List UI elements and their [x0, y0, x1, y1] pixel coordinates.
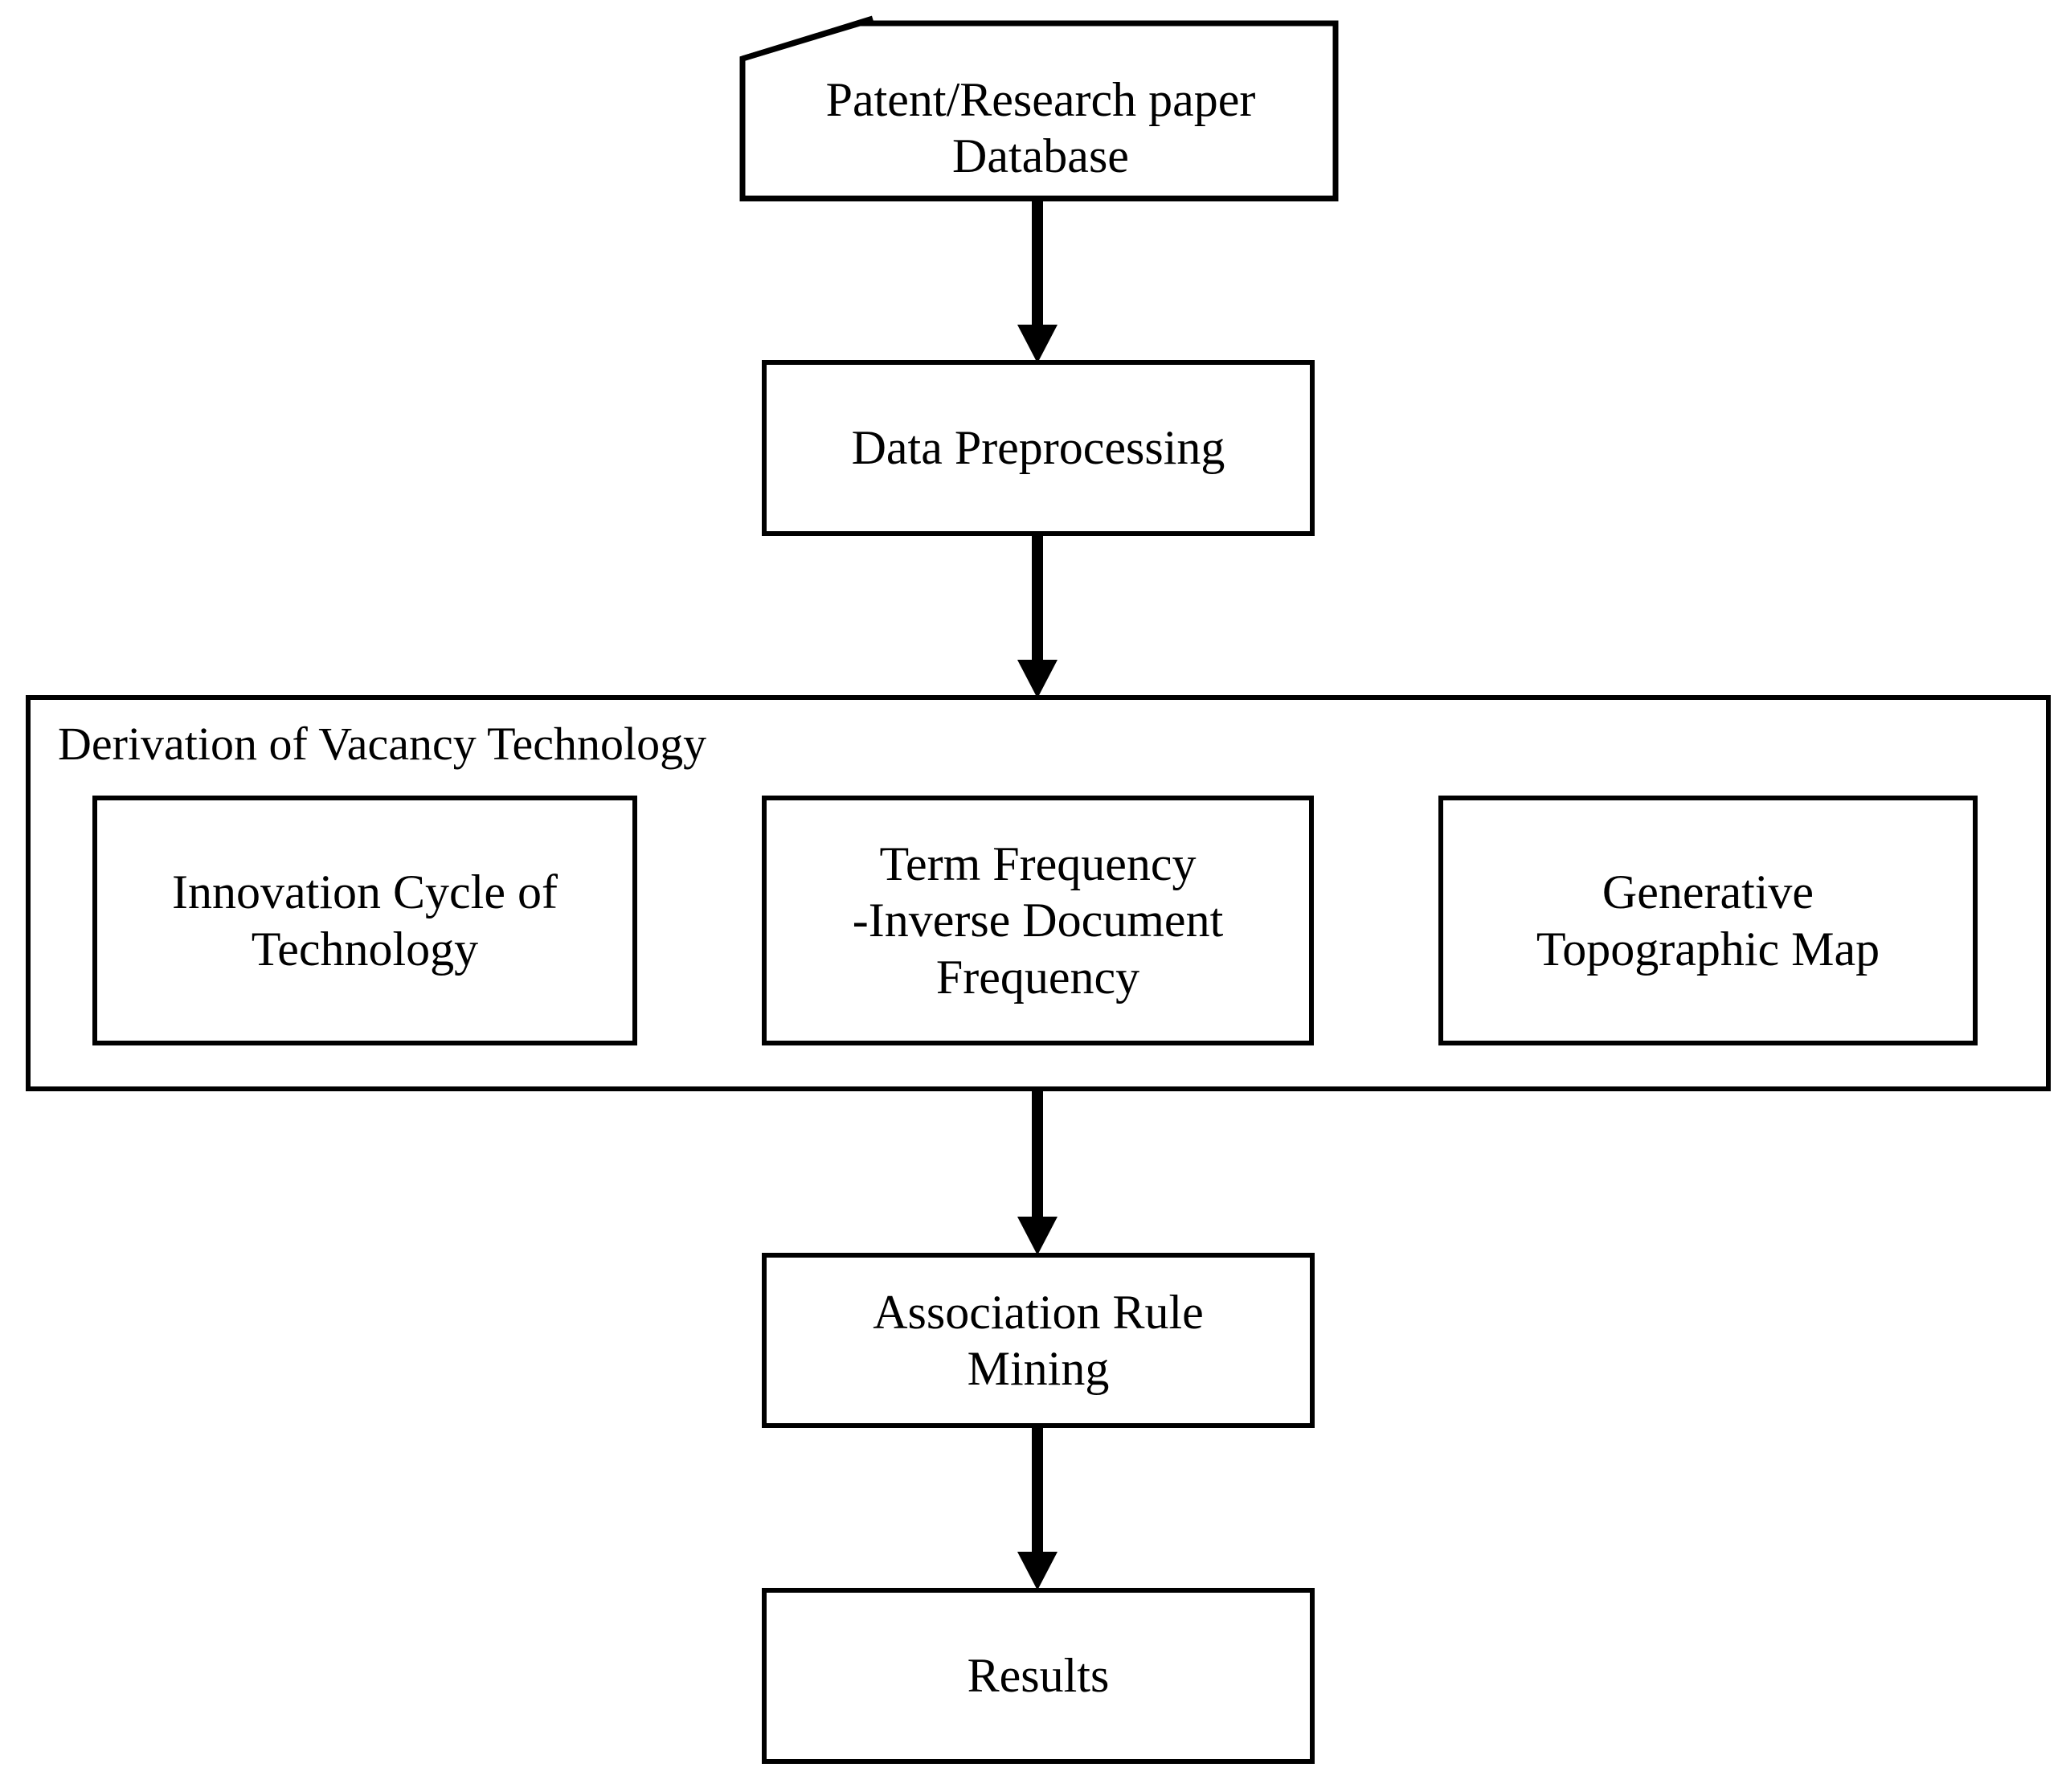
node-results: Results: [762, 1588, 1315, 1764]
node-label-results: Results: [967, 1649, 1110, 1703]
node-label-patent-database: Patent/Research paper Database: [825, 72, 1256, 182]
node-label-innovation-cycle: Innovation Cycle of Technology: [172, 865, 558, 976]
card-shape: [739, 15, 1339, 202]
node-label-association-rule-mining: Association Rule Mining: [873, 1285, 1204, 1395]
node-association-rule-mining: Association Rule Mining: [762, 1253, 1315, 1428]
arrow-derivation-to-association: [1017, 1088, 1058, 1255]
node-innovation-cycle: Innovation Cycle of Technology: [92, 796, 637, 1045]
node-patent-database: Patent/Research paper Database: [739, 14, 1342, 204]
node-label-gtm: Generative Topographic Map: [1536, 865, 1880, 976]
arrow-association-to-results: [1017, 1425, 1058, 1590]
arrow-database-to-preprocessing: [1017, 198, 1058, 363]
node-data-preprocessing: Data Preprocessing: [762, 360, 1315, 536]
arrow-preprocessing-to-derivation: [1017, 533, 1058, 698]
node-generative-topographic-map: Generative Topographic Map: [1438, 796, 1978, 1045]
node-label-tf-idf: Term Frequency -Inverse Document Frequen…: [852, 837, 1224, 1004]
node-label-data-preprocessing: Data Preprocessing: [851, 421, 1225, 475]
group-label-derivation: Derivation of Vacancy Technology: [58, 718, 707, 770]
node-tf-idf: Term Frequency -Inverse Document Frequen…: [762, 796, 1314, 1045]
group-derivation-of-vacancy-technology: Derivation of Vacancy Technology Innovat…: [26, 695, 2051, 1091]
